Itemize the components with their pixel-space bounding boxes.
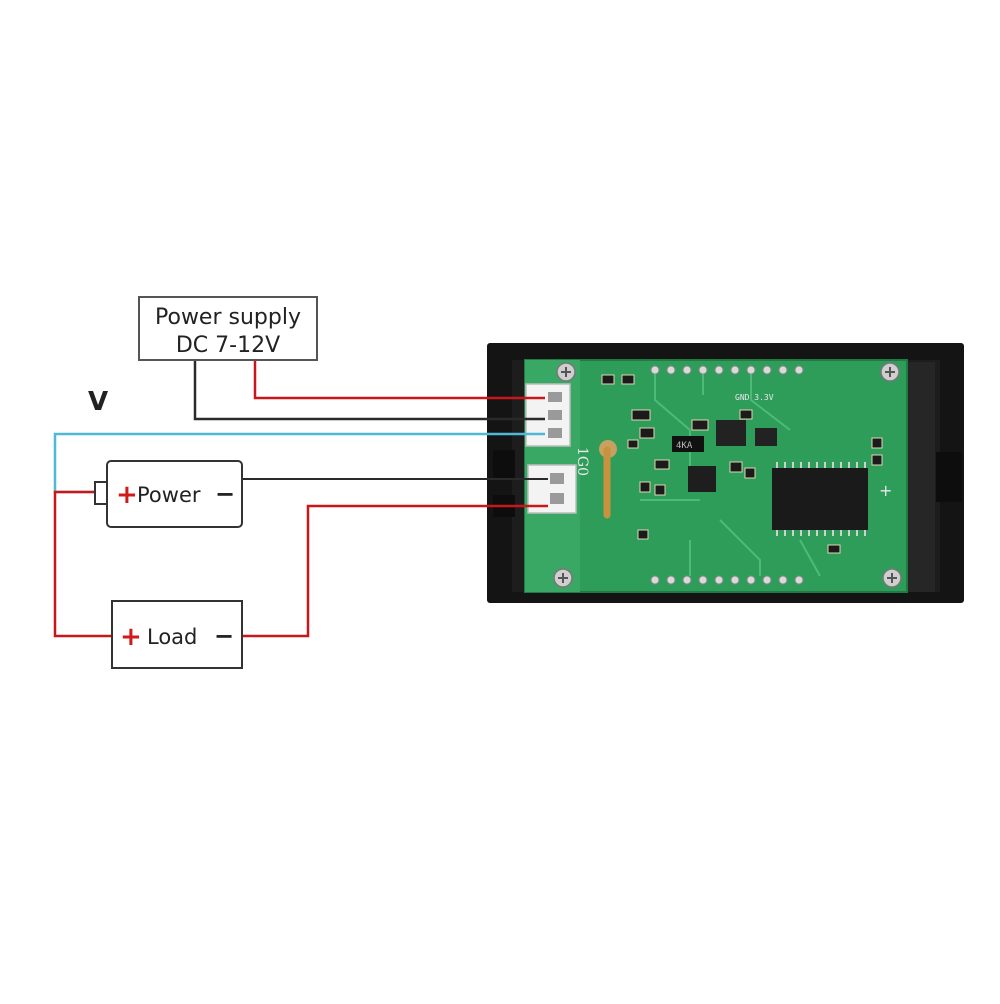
pin-row-bottom	[650, 575, 804, 585]
small-ic-chip	[688, 466, 716, 492]
regulator	[716, 420, 746, 446]
load-box-minus: −	[214, 622, 234, 650]
power-box-minus: −	[215, 480, 235, 508]
wire-load-negative	[242, 504, 548, 638]
power-supply-box: Power supply DC 7-12V	[138, 296, 318, 361]
wire-power-to-load	[53, 490, 112, 638]
load-box-plus: +	[120, 622, 142, 652]
smd-components	[601, 374, 883, 554]
power-supply-line1: Power supply	[155, 305, 301, 330]
pcb-silk-top: GND 3.3V	[735, 393, 774, 402]
main-ic-chip	[772, 462, 868, 536]
screw-top-right	[880, 362, 900, 382]
voltage-label: V	[88, 387, 108, 417]
wires	[53, 360, 548, 638]
wire-supply-negative	[193, 360, 545, 421]
load-box-label: Load	[147, 625, 197, 649]
screw-bottom-right	[882, 568, 902, 588]
power-box-terminal	[94, 481, 108, 505]
power-box-label: Power	[137, 483, 201, 507]
panel-meter: 4KA GND 3.3V + 1G0	[487, 343, 964, 603]
power-box: + Power −	[94, 460, 243, 528]
power-box-plus: +	[116, 480, 138, 510]
transistor	[755, 428, 777, 446]
connector-label: 1G0	[574, 447, 590, 476]
power-supply-line2: DC 7-12V	[176, 333, 280, 358]
chip-marking-group: 4KA	[672, 436, 704, 452]
wire-supply-positive	[253, 360, 545, 400]
screw-bottom-left	[553, 568, 573, 588]
bezel-edge-right	[905, 362, 935, 592]
load-box: + Load −	[111, 600, 243, 669]
bezel-tab-left-top	[493, 450, 515, 480]
bezel-tab-right	[936, 452, 962, 502]
screw-top-left	[556, 362, 576, 382]
chip-marking: 4KA	[676, 441, 693, 451]
pin-row-top	[650, 365, 804, 375]
connector-3pin	[525, 383, 571, 447]
pcb-silk-plus: +	[879, 481, 892, 500]
